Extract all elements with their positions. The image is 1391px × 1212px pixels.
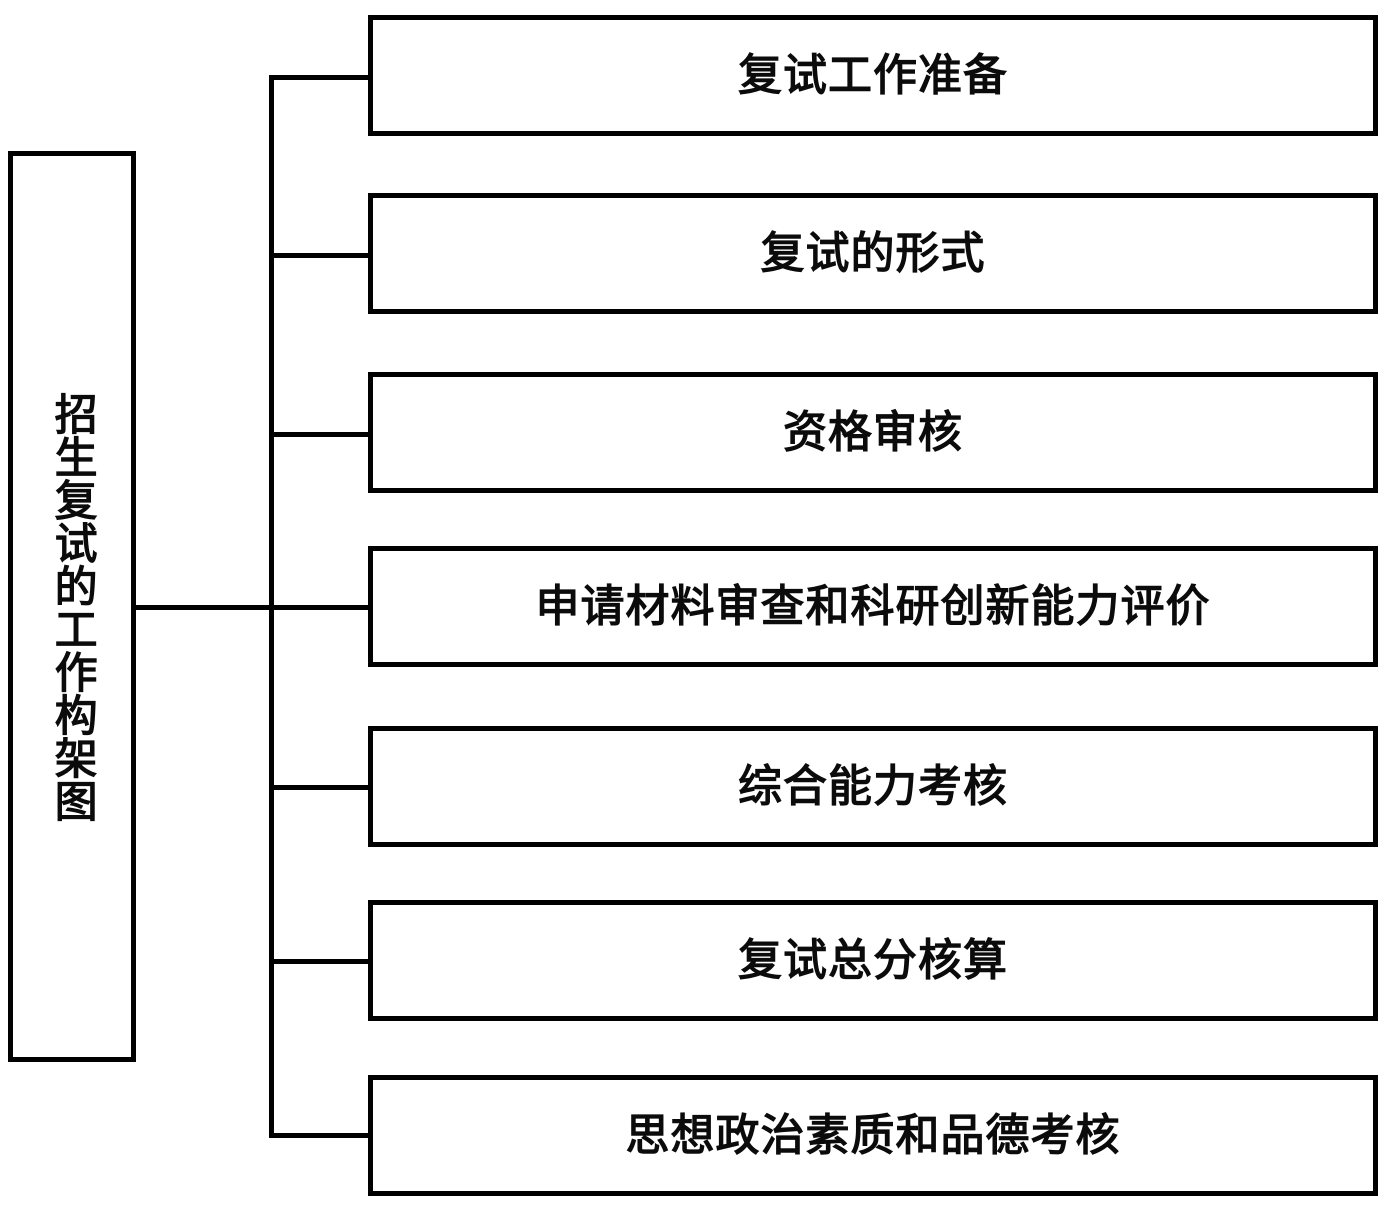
branch-stub-6 [269, 959, 369, 964]
child-node-4[interactable]: 申请材料审查和科研创新能力评价 [368, 546, 1378, 667]
root-node-label: 招生复试的工作构架图 [47, 391, 98, 822]
child-node-7-label: 思想政治素质和品德考核 [625, 1109, 1121, 1161]
root-node[interactable]: 招生复试的工作构架图 [8, 151, 136, 1062]
branch-stub-4 [269, 605, 369, 610]
child-node-2-label: 复试的形式 [760, 227, 986, 279]
branch-stub-1 [269, 75, 369, 80]
child-node-4-label: 申请材料审查和科研创新能力评价 [535, 580, 1211, 632]
branch-stub-3 [269, 432, 369, 437]
child-node-3[interactable]: 资格审核 [368, 372, 1378, 493]
child-node-2[interactable]: 复试的形式 [368, 193, 1378, 314]
branch-stub-5 [269, 785, 369, 790]
branch-stub-7 [269, 1133, 369, 1138]
child-node-5[interactable]: 综合能力考核 [368, 726, 1378, 847]
branch-stub-2 [269, 253, 369, 258]
child-node-6[interactable]: 复试总分核算 [368, 900, 1378, 1021]
child-node-1-label: 复试工作准备 [738, 49, 1008, 101]
child-node-1[interactable]: 复试工作准备 [368, 15, 1378, 136]
child-node-7[interactable]: 思想政治素质和品德考核 [368, 1075, 1378, 1196]
child-node-3-label: 资格审核 [783, 406, 963, 458]
child-node-6-label: 复试总分核算 [738, 934, 1008, 986]
root-connector-line [136, 605, 273, 610]
child-node-5-label: 综合能力考核 [738, 760, 1008, 812]
